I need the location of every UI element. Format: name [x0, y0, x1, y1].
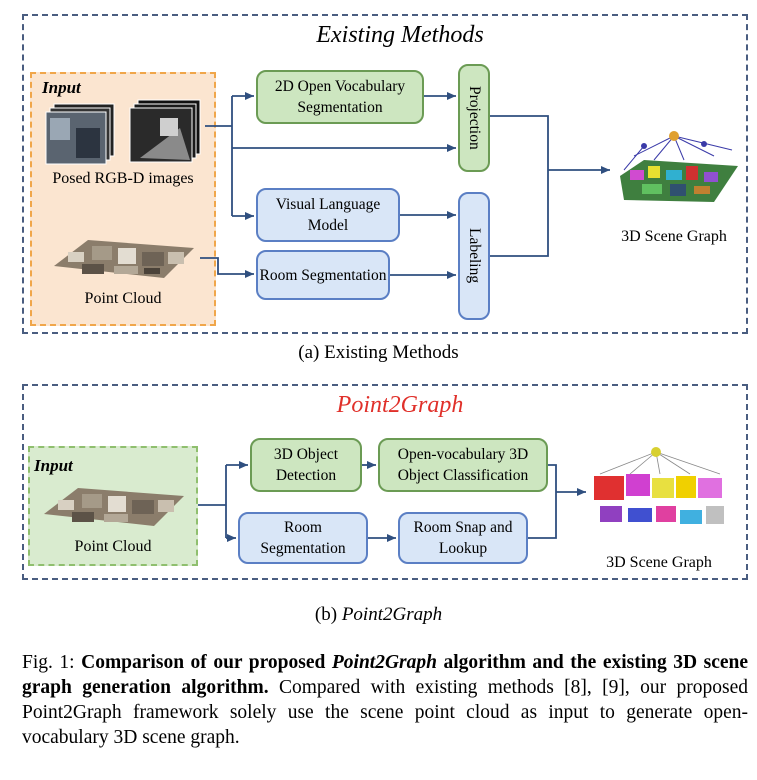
node-room-snap-lookup: Room Snap and Lookup [398, 512, 528, 564]
rgbd-label: Posed RGB-D images [52, 170, 194, 187]
existing-methods-frame [22, 14, 748, 334]
rgbd-image-stack-icon [45, 99, 201, 165]
scene-graph-icon [594, 447, 724, 524]
point-cloud-icon [54, 240, 194, 278]
subcaption-a: (a) Existing Methods [298, 342, 459, 363]
node-open-vocab-classification: Open-vocabulary 3D Object Classification [378, 438, 548, 492]
scene-graph-icon [620, 131, 738, 202]
node-2d-open-vocab-segmentation: 2D Open Vocabulary Segmentation [256, 70, 424, 124]
node-projection: Projection [458, 64, 490, 172]
node-labeling: Labeling [458, 192, 490, 320]
node-visual-language-model: Visual Language Model [256, 188, 400, 242]
point-cloud-image-a [48, 226, 198, 288]
point-cloud-icon [44, 488, 184, 526]
node-room-segmentation-b: Room Segmentation [238, 512, 368, 564]
existing-methods-title: Existing Methods [316, 22, 484, 48]
scene-graph-image-a [614, 126, 744, 214]
point-cloud-image-b [38, 476, 188, 536]
input-label-a: Input [42, 78, 81, 97]
scene-graph-label-a: 3D Scene Graph [621, 228, 727, 245]
input-label-b: Input [34, 456, 73, 475]
point2graph-title: Point2Graph [336, 392, 464, 418]
rgbd-images [40, 98, 210, 170]
node-3d-object-detection: 3D Object Detection [250, 438, 362, 492]
scene-graph-image-b [590, 440, 730, 542]
node-room-segmentation-a: Room Segmentation [256, 250, 390, 300]
figure-caption: Fig. 1: Comparison of our proposed Point… [22, 652, 749, 748]
point-cloud-label-a: Point Cloud [84, 290, 162, 307]
point2graph-frame [22, 384, 748, 580]
subcaption-b: (b) Point2Graph [314, 604, 443, 625]
point-cloud-label-b: Point Cloud [74, 538, 152, 555]
scene-graph-label-b: 3D Scene Graph [606, 554, 712, 571]
